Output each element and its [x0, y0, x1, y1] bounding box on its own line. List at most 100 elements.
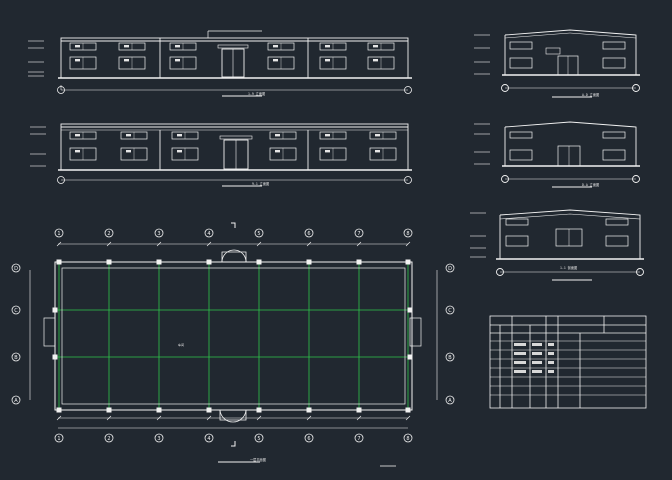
axis-bubble	[403, 433, 413, 443]
side-elevation-a-title: A-D 立面图	[582, 92, 599, 97]
window-tag	[124, 45, 129, 48]
window-tag	[126, 150, 131, 153]
axis-bubble	[204, 433, 214, 443]
side-elevation-a	[501, 29, 640, 92]
side-elevation-b-level-marks	[474, 123, 490, 165]
axis-bubble	[104, 433, 114, 443]
axis-label: 1	[57, 436, 60, 442]
section-view	[496, 209, 644, 276]
plan-section-marks	[231, 222, 236, 447]
window-tag	[325, 59, 330, 62]
axis-label: 7	[357, 436, 360, 442]
column	[356, 259, 362, 265]
column	[106, 259, 112, 265]
column	[156, 407, 162, 413]
column	[256, 259, 262, 265]
column	[56, 259, 62, 265]
window-tag	[375, 134, 380, 137]
column	[52, 354, 58, 360]
axis-bubble	[11, 305, 21, 315]
info-table-entries	[514, 343, 554, 373]
side-elevation-b	[501, 121, 640, 183]
axis-label: 4	[207, 231, 210, 237]
axis-bubble	[445, 263, 455, 273]
column	[106, 407, 112, 413]
axis-bubble	[304, 433, 314, 443]
column	[206, 407, 212, 413]
window-tag	[75, 45, 80, 48]
back-elevation-axis-markers	[57, 176, 412, 184]
axis-bubble	[354, 433, 364, 443]
axis-bubble	[204, 228, 214, 238]
window-tag	[275, 150, 280, 153]
axis-bubble	[11, 263, 21, 273]
axis-label: A	[14, 398, 18, 404]
axis-bubble	[304, 228, 314, 238]
window-tag	[75, 150, 80, 153]
column	[407, 307, 413, 313]
window-tag	[325, 134, 330, 137]
side-elevation-a-level-marks	[474, 34, 490, 75]
back-elevation-level-marks	[30, 126, 46, 167]
plan-title: 一层平面图	[250, 457, 266, 462]
window-tag	[275, 134, 280, 137]
axis-bubble	[11, 352, 21, 362]
axis-bubble	[104, 228, 114, 238]
axis-bubble	[254, 433, 264, 443]
window-tag	[175, 45, 180, 48]
axis-label: B	[14, 355, 18, 361]
front-elevation-level-marks	[28, 40, 44, 77]
window-tag	[373, 59, 378, 62]
axis-label: 2	[107, 231, 110, 237]
window-tag	[325, 45, 330, 48]
axis-label: 1	[57, 231, 60, 237]
column	[407, 354, 413, 360]
window-tag	[375, 150, 380, 153]
axis-label: C	[14, 308, 18, 314]
column	[356, 407, 362, 413]
window-tag	[124, 59, 129, 62]
column	[306, 259, 312, 265]
section-title: 1-1 剖面图	[560, 265, 577, 270]
axis-bubble	[154, 228, 164, 238]
column	[256, 407, 262, 413]
axis-bubble	[354, 228, 364, 238]
axis-label: 4	[207, 436, 210, 442]
axis-label: 7	[357, 231, 360, 237]
front-elevation-windows	[69, 42, 395, 70]
axis-bubble	[445, 395, 455, 405]
front-elevation-title: 1-9 立面图	[248, 91, 265, 96]
window-tag	[75, 59, 80, 62]
column	[405, 407, 411, 413]
window-tag	[325, 150, 330, 153]
axis-label: A	[448, 398, 452, 404]
axis-label: 8	[406, 231, 409, 237]
axis-label: D	[14, 266, 18, 272]
front-elevation-axis-markers	[57, 86, 412, 94]
axis-bubble	[254, 228, 264, 238]
column	[56, 407, 62, 413]
column	[156, 259, 162, 265]
axis-label: 3	[157, 436, 160, 442]
axis-label: 8	[406, 436, 409, 442]
section-level-marks	[470, 212, 486, 258]
axis-label: C	[448, 308, 452, 314]
info-table	[489, 315, 647, 409]
back-elevation-windows	[69, 131, 397, 161]
plan-side-openings	[43, 317, 422, 347]
back-elevation	[58, 123, 412, 181]
column	[405, 259, 411, 265]
window-tag	[177, 134, 182, 137]
window-tag	[373, 45, 378, 48]
window-tag	[175, 59, 180, 62]
axis-label: 5	[257, 436, 260, 442]
axis-bubble	[154, 433, 164, 443]
window-tag	[126, 134, 131, 137]
axis-label: 5	[257, 231, 260, 237]
plan-room-label: 车间	[178, 342, 184, 347]
plan-columns	[52, 259, 413, 413]
column	[206, 259, 212, 265]
axis-bubble	[11, 395, 21, 405]
